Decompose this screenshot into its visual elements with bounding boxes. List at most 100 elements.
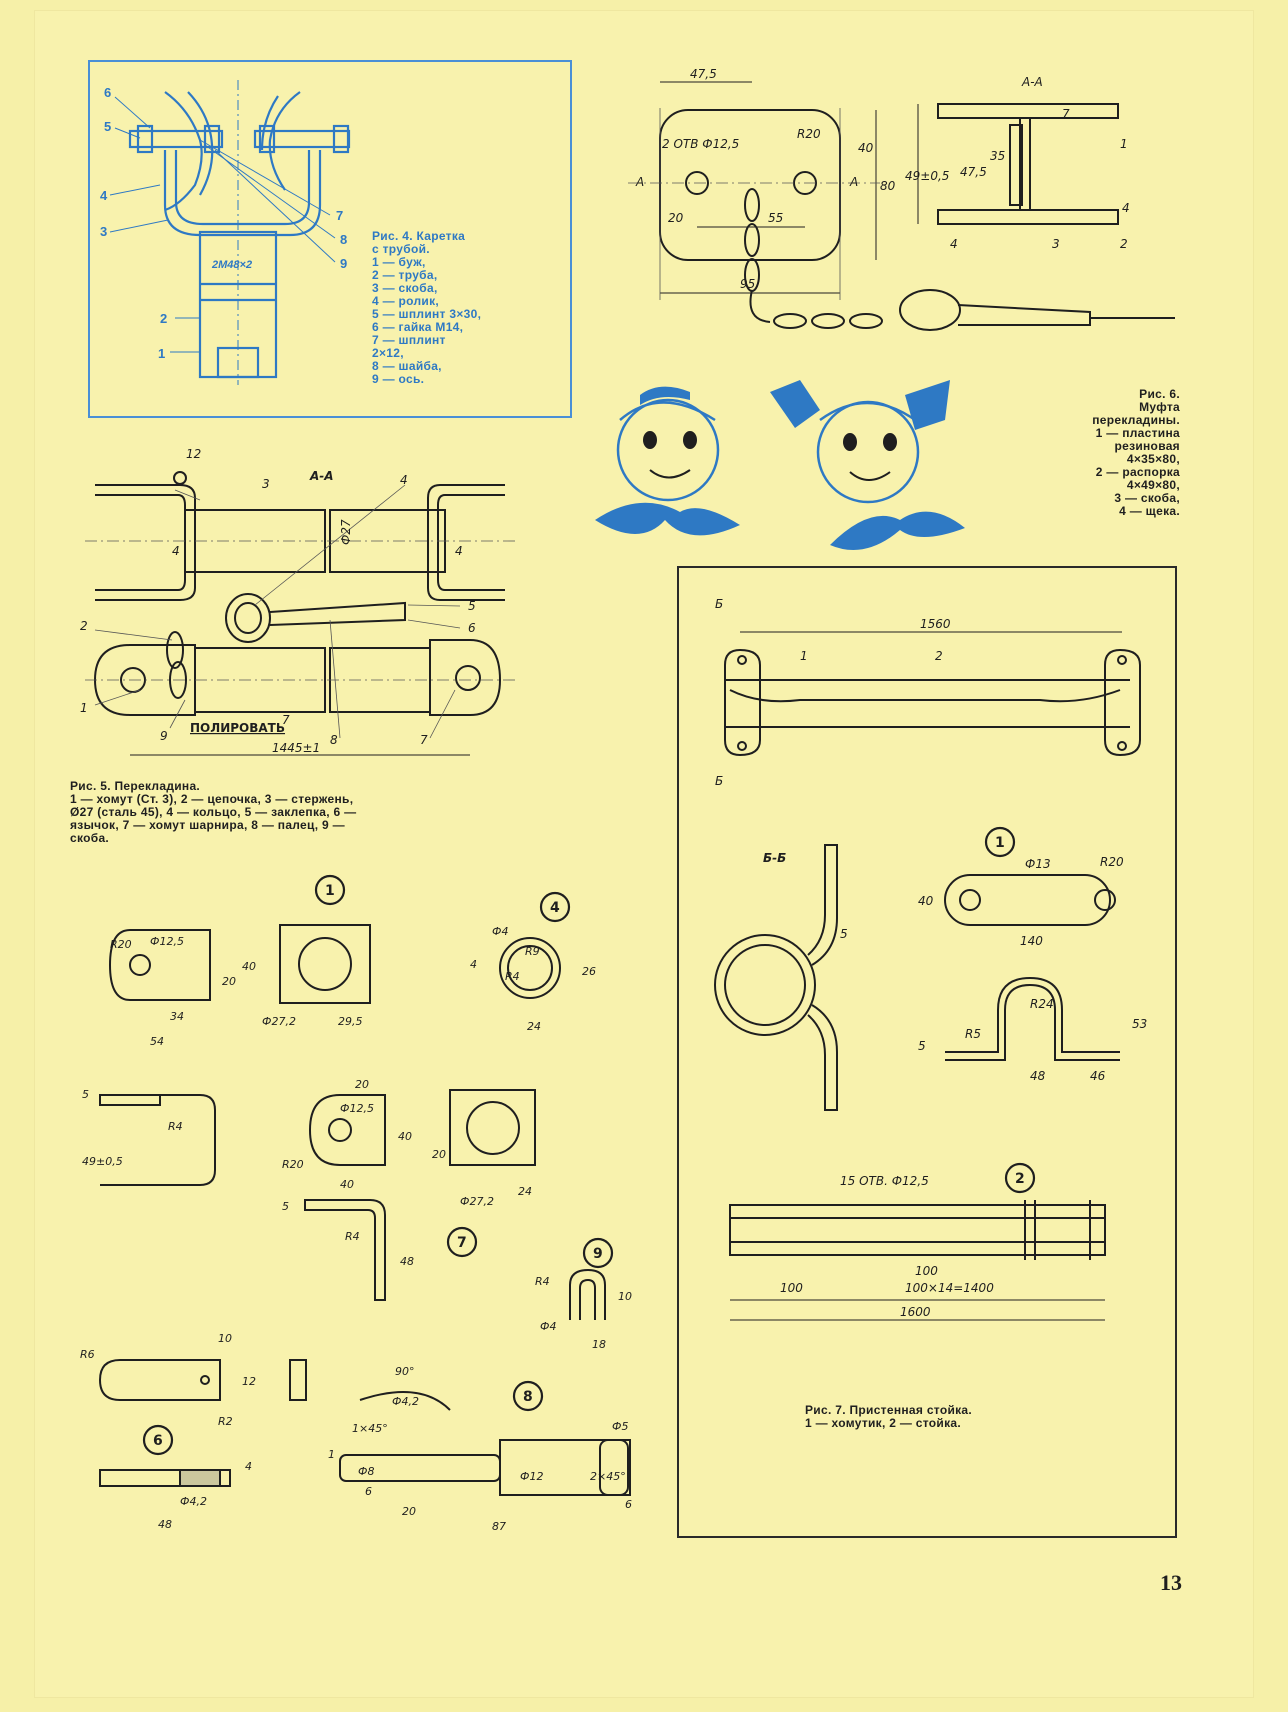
d7c-dim: 5 bbox=[282, 1200, 289, 1213]
d1-dim: R20 bbox=[110, 938, 132, 951]
fig6-dim: 47,5 bbox=[690, 67, 717, 81]
d1-dim: 40 bbox=[242, 960, 256, 973]
fig6-dim: 49±0,5 bbox=[905, 169, 949, 183]
fig6-dim: 35 bbox=[990, 149, 1005, 163]
fig6-label: 3 bbox=[1052, 237, 1060, 251]
fig6-label: 1 bbox=[1120, 137, 1128, 151]
d8-dim: 20 bbox=[402, 1505, 416, 1518]
d8-dim: 1 bbox=[328, 1448, 335, 1461]
section-mark-b: Б bbox=[715, 774, 723, 788]
magazine-page bbox=[34, 10, 1254, 1698]
fig5-length: 1445±1 bbox=[272, 741, 320, 755]
fig5-label: 7 bbox=[420, 733, 428, 747]
fig7-d2-dim: 100 bbox=[915, 1264, 938, 1278]
fig5-dim: 4 bbox=[455, 544, 463, 558]
fig5-dim: Ф27 bbox=[339, 519, 353, 545]
d8-dim: Ф12 bbox=[520, 1470, 543, 1483]
fig4-label: 8 bbox=[340, 232, 347, 247]
d1-dim: 54 bbox=[150, 1035, 164, 1048]
d8-dim: 6 bbox=[625, 1498, 632, 1511]
fig4-dim: 2M48×2 bbox=[211, 259, 252, 271]
du-dim: R4 bbox=[168, 1120, 183, 1133]
fig7-circle-label: 2 bbox=[1015, 1171, 1025, 1187]
fig7-d2-dim: 15 ОТВ. Ф12,5 bbox=[840, 1174, 929, 1188]
d1-dim: Ф12,5 bbox=[150, 935, 184, 948]
d4-dim: R4 bbox=[505, 970, 520, 983]
d4-dim: 26 bbox=[582, 965, 596, 978]
d4-dim: 24 bbox=[527, 1020, 541, 1033]
d6-dim: 10 bbox=[218, 1332, 232, 1345]
fig6-label: 4 bbox=[950, 237, 958, 251]
figure-7-caption: Рис. 7. Пристенная стойка. 1 — хомутик, … bbox=[805, 1403, 973, 1430]
fig6-dim: 80 bbox=[880, 179, 896, 193]
d6-dim: R6 bbox=[80, 1348, 95, 1361]
detail-circle-label: 6 bbox=[153, 1433, 163, 1449]
fig5-label: 3 bbox=[262, 477, 270, 491]
fig5-dim: 12 bbox=[186, 447, 201, 461]
polish-note: ПОЛИРОВАТЬ bbox=[190, 721, 285, 735]
d1-dim: 20 bbox=[222, 975, 236, 988]
fig6-dim: 95 bbox=[740, 277, 755, 291]
d1b-dim: 29,5 bbox=[338, 1015, 363, 1028]
fig7-d1-dim: R20 bbox=[1100, 855, 1124, 869]
detail-circle-label: 1 bbox=[325, 883, 335, 899]
fig4-label: 6 bbox=[104, 85, 111, 100]
figure-7-frame bbox=[677, 566, 1177, 1538]
d1-dim: 34 bbox=[170, 1010, 184, 1023]
fig6-section-title: A-A bbox=[1021, 75, 1043, 89]
du-dim: 5 bbox=[82, 1088, 89, 1101]
fig7-d2-dim: 100 bbox=[780, 1281, 803, 1295]
figure-4-frame bbox=[88, 60, 572, 418]
detail-circle-label: 9 bbox=[593, 1246, 603, 1262]
fig5-label: 8 bbox=[330, 733, 338, 747]
fig7-dim: 1560 bbox=[920, 617, 951, 631]
d9-dim: R4 bbox=[535, 1275, 550, 1288]
d7a-dim: Ф12,5 bbox=[340, 1102, 374, 1115]
d4-dim: R9 bbox=[525, 945, 540, 958]
d4-dim: Ф4 bbox=[492, 925, 508, 938]
d4-dim: 4 bbox=[470, 958, 477, 971]
d7b-dim: Ф27,2 bbox=[460, 1195, 494, 1208]
fig7-d1-dim: 40 bbox=[918, 894, 934, 908]
d8-dim: Ф5 bbox=[612, 1420, 628, 1433]
fig5-label: 2 bbox=[80, 619, 88, 633]
d8-dim: 6 bbox=[365, 1485, 372, 1498]
fig7-d1b-dim: R5 bbox=[965, 1027, 981, 1041]
fig5-label: 4 bbox=[400, 473, 408, 487]
fig5-section-title: A-A bbox=[309, 469, 334, 483]
fig7-circle-label: 1 bbox=[995, 835, 1005, 851]
fig6-dim: 2 ОТВ Ф12,5 bbox=[662, 137, 739, 151]
fig7-label: 2 bbox=[935, 649, 943, 663]
page-number: 13 bbox=[1160, 1570, 1182, 1595]
fig7-d1-dim: Ф13 bbox=[1025, 857, 1051, 871]
d7b-dim: 24 bbox=[518, 1185, 532, 1198]
d8-dim: Ф8 bbox=[358, 1465, 374, 1478]
d7a-dim: 20 bbox=[355, 1078, 369, 1091]
fig6-dim: 4 bbox=[1122, 201, 1130, 215]
fig6-dim: 20 bbox=[668, 211, 684, 225]
fig7-d1b-dim: 46 bbox=[1090, 1069, 1106, 1083]
d7a-dim: 40 bbox=[398, 1130, 412, 1143]
fig7-d1b-dim: 53 bbox=[1132, 1017, 1147, 1031]
figure-6-caption: Рис. 6. Муфта перекладины. 1 — пластина … bbox=[1092, 387, 1180, 518]
d6-dim: Ф4,2 bbox=[180, 1495, 207, 1508]
d9-dim: 10 bbox=[618, 1290, 632, 1303]
fig6-label: 2 bbox=[1120, 237, 1128, 251]
d6-dim: 12 bbox=[242, 1375, 256, 1388]
fig4-label: 1 bbox=[158, 346, 165, 361]
d7a-dim: 40 bbox=[340, 1178, 354, 1191]
d7c-dim: R4 bbox=[345, 1230, 360, 1243]
fig6-dim: R20 bbox=[797, 127, 821, 141]
fig6-section-mark: A bbox=[635, 175, 644, 189]
d8-dim: 90° bbox=[395, 1365, 415, 1378]
fig5-label: 9 bbox=[160, 729, 168, 743]
fig7-d1b-dim: 5 bbox=[918, 1039, 926, 1053]
d1b-dim: Ф27,2 bbox=[262, 1015, 296, 1028]
detail-circle-label: 7 bbox=[457, 1235, 467, 1251]
d6-dim: 4 bbox=[245, 1460, 252, 1473]
d8-dim: Ф4,2 bbox=[392, 1395, 419, 1408]
